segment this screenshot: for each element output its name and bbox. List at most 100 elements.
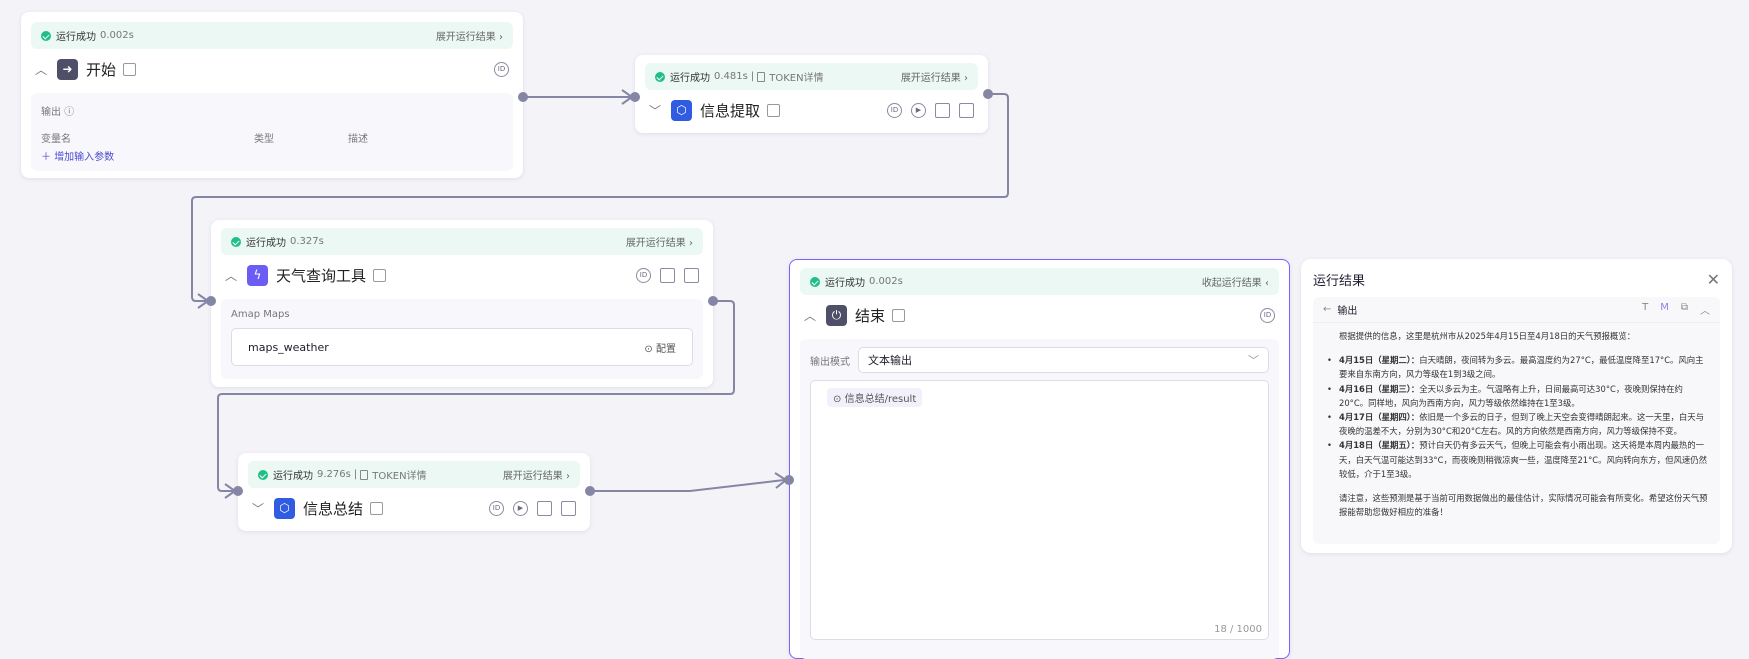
forecast-date: 4月18日（星期五）： [1339,440,1420,451]
id-icon[interactable]: ID [494,61,509,77]
play-icon[interactable]: ▶ [911,102,926,118]
trash-icon[interactable] [561,500,576,516]
run-time: 0.002s [869,276,903,287]
expand-result-button[interactable]: 展开运行结果 › [435,32,503,43]
node-title: 结束 [855,306,886,325]
document-icon [757,71,766,82]
close-icon[interactable]: ✕ [1706,269,1720,289]
forecast-text: 白天晴朗，夜间转为多云。最高温度约为27°C，最低温度降至17°C。风向主要来自… [1339,355,1704,380]
status-text: 运行成功 [246,238,286,249]
forecast-text: 全天以多云为主。气温略有上升，日间最高可达30°C，夜晚则保持在约20°C。同样… [1339,383,1683,408]
chevron-up-icon[interactable]: ︿ [1700,306,1710,317]
node-title: 信息总结 [303,499,364,518]
provider-label: Amap Maps [231,309,290,320]
trash-icon[interactable] [684,267,699,283]
run-time: 0.002s [100,30,134,41]
node-title: 天气查询工具 [276,266,367,285]
text-format-button[interactable]: T [1642,302,1649,313]
edit-icon[interactable] [892,308,906,322]
port-in[interactable] [630,92,640,102]
id-icon[interactable]: ID [489,500,504,516]
col-name: 变量名 [41,134,71,145]
panel-title: 运行结果 [1313,273,1366,289]
markdown-format-button[interactable]: M [1660,302,1669,313]
chevron-up-icon[interactable]: ︿ [35,62,48,77]
output-text-area[interactable]: ⊙ 信息总结/result 18 / 1000 [810,380,1269,640]
status-text: 运行成功 [56,32,96,43]
success-icon [41,30,51,41]
copy-icon[interactable]: ⧉ [1680,302,1688,313]
add-param-button[interactable]: ＋ 增加输入参数 [41,152,115,163]
port-in[interactable] [784,475,794,485]
forecast-item: •4月17日（星期四）：依旧是一个多云的日子，但到了晚上天空会变得晴朗起来。这一… [1327,412,1705,437]
run-time: 9.276s [317,469,351,480]
forecast-date: 4月17日（星期四）： [1339,412,1420,423]
variable-tag[interactable]: ⊙ 信息总结/result [827,388,923,407]
help-icon: ⓘ [64,107,75,118]
output-mode-label: 输出模式 [810,356,850,368]
port-out[interactable] [983,89,993,99]
success-icon [655,71,665,82]
id-icon[interactable]: ID [1260,307,1275,323]
edit-icon[interactable] [373,268,387,282]
chevron-down-icon: ﹀ [1248,354,1259,367]
port-in[interactable] [233,486,243,496]
document-icon [360,469,369,480]
chevron-up-icon[interactable]: ︿ [225,268,238,283]
chevron-down-icon[interactable]: ﹀ [252,501,265,516]
back-arrow-icon[interactable]: ← [1323,304,1332,315]
chevron-down-icon[interactable]: ﹀ [649,103,662,118]
expand-result-button[interactable]: 展开运行结果 › [502,471,570,482]
edge-weather-summary [217,300,735,492]
token-detail-link[interactable]: TOKEN详情 [769,73,824,84]
port-out[interactable] [585,486,595,496]
forecast-date: 4月16日（星期三）： [1339,383,1420,394]
port-out[interactable] [518,92,528,102]
variable-icon: ⊙ [833,394,842,405]
run-time: 0.481s [714,71,748,82]
forecast-text: 依旧是一个多云的日子，但到了晚上天空会变得晴朗起来。这一天里，白天与夜晚的温差不… [1339,412,1705,437]
edit-icon[interactable] [123,62,137,76]
success-icon [810,276,820,287]
id-icon[interactable]: ID [636,267,651,283]
forecast-item: •4月15日（星期二）：白天晴朗，夜间转为多云。最高温度约为27°C，最低温度降… [1327,355,1704,380]
col-type: 类型 [254,134,274,145]
lightning-icon: ϟ [247,264,268,286]
copy-icon[interactable] [660,267,675,283]
forecast-item: •4月16日（星期三）：全天以多云为主。气温略有上升，日间最高可达30°C，夜晚… [1327,383,1683,408]
port-out[interactable] [708,296,718,306]
edit-icon[interactable] [767,103,781,117]
edit-icon[interactable] [370,501,384,515]
copy-icon[interactable] [935,102,950,118]
copy-icon[interactable] [537,500,552,516]
edge-extract-weather [191,93,1009,302]
play-icon[interactable]: ▶ [513,500,528,516]
config-button[interactable]: ⊙ 配置 [644,343,676,355]
id-icon[interactable]: ID [887,102,902,118]
trash-icon[interactable] [959,102,974,118]
expand-result-button[interactable]: 展开运行结果 › [900,73,968,84]
output-label: 输出 [41,107,61,118]
status-text: 运行成功 [273,471,313,482]
plus-icon: ＋ [41,152,51,163]
node-title: 开始 [86,60,117,79]
section-label: 输出 [1337,306,1358,317]
forecast-item: •4月18日（星期五）：预计白天仍有多云天气，但晚上可能会有小雨出现。这天将是本… [1327,440,1708,479]
token-detail-link[interactable]: TOKEN详情 [372,471,427,482]
collapse-result-button[interactable]: 收起运行结果 ‹ [1201,278,1269,289]
port-in[interactable] [206,296,216,306]
success-icon [258,469,268,480]
gear-icon: ⊙ [644,343,653,355]
tool-item[interactable]: maps_weather⊙ 配置 [231,328,693,366]
output-mode-select[interactable]: 文本输出﹀ [858,347,1269,373]
edge-summary-end [590,479,785,492]
expand-result-button[interactable]: 展开运行结果 › [625,238,693,249]
llm-icon: ⬡ [274,497,295,519]
chevron-up-icon[interactable]: ︿ [804,308,817,323]
